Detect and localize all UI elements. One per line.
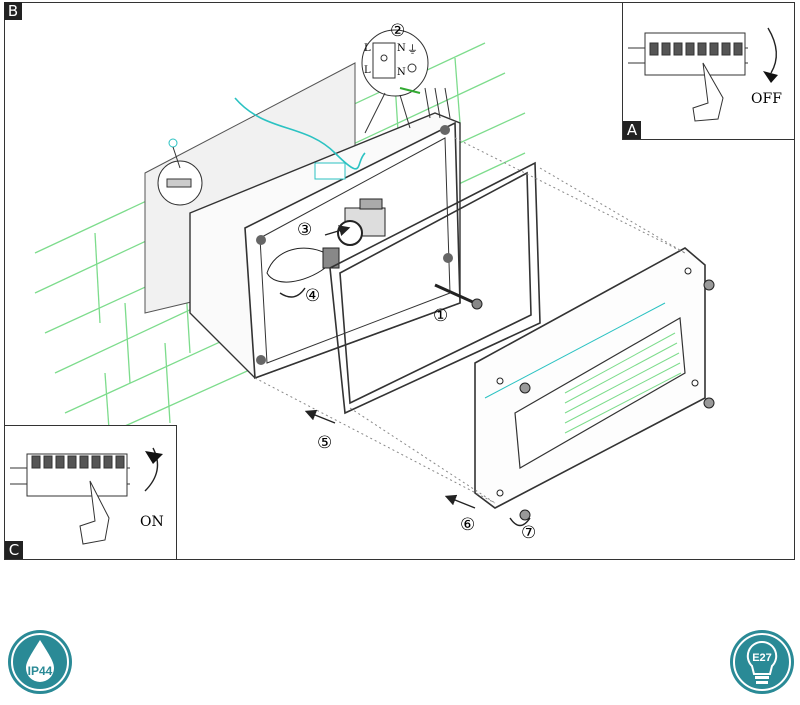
cover-screws (519, 279, 715, 521)
step4-arrow (279, 287, 306, 298)
gasket-frame (329, 161, 541, 415)
terminal-label-l-lower: L (364, 65, 371, 76)
step-label-3: ③ (297, 220, 312, 240)
hand-icon (79, 480, 110, 545)
step-label-5: ⑤ (317, 433, 332, 453)
step5-arrow (304, 409, 336, 424)
step-label-1: ① (433, 306, 448, 326)
lamp-holder (337, 198, 386, 246)
terminal-label-l: L (364, 43, 371, 54)
breaker-panel (10, 453, 130, 497)
step-label-4: ④ (305, 286, 320, 306)
fixing-screw (434, 283, 483, 310)
on-arrow-icon (144, 447, 159, 492)
installation-diagram: ① ② ③ ④ ⑤ ⑥ ⑦ L L N N ⏚ (34, 21, 715, 543)
inset-panel-c: ON C (4, 425, 177, 560)
on-label: ON (140, 514, 164, 530)
step7-arrow (509, 517, 531, 527)
breaker-panel (628, 32, 748, 76)
step-label-2: ② (390, 21, 405, 41)
e27-bulb-icon: E27 (730, 630, 794, 694)
diagram-frame: ① ② ③ ④ ⑤ ⑥ ⑦ L L N N ⏚ (4, 2, 795, 560)
mains-cable (234, 97, 366, 170)
breaker-on-illustration: ON (10, 447, 164, 545)
earth-symbol: ⏚ (407, 43, 418, 56)
off-label: OFF (751, 91, 782, 107)
alignment-guides (254, 137, 686, 504)
panel-label-b: B (4, 2, 22, 20)
off-arrow-icon (767, 27, 777, 74)
wiring-detail (361, 29, 451, 134)
hand-icon (692, 62, 724, 122)
step6-arrow (444, 494, 476, 509)
terminal-label-n-lower: N (397, 67, 406, 78)
e27-bulb (266, 247, 340, 283)
step3-arrow (324, 225, 351, 236)
ip44-text: IP44 (28, 664, 53, 678)
panel-label-c: C (5, 541, 23, 559)
step-label-6: ⑥ (460, 515, 475, 535)
e27-text: E27 (752, 652, 772, 664)
breaker-off-illustration: OFF (628, 27, 782, 122)
terminal-label-n: N (397, 43, 406, 54)
step-label-7: ⑦ (521, 523, 536, 543)
lamp-housing (189, 112, 461, 380)
panel-label-a: A (623, 121, 641, 139)
ip44-rating-icon: IP44 (8, 630, 72, 694)
inset-panel-a: OFF A (622, 2, 795, 140)
cover-plate (474, 247, 706, 509)
